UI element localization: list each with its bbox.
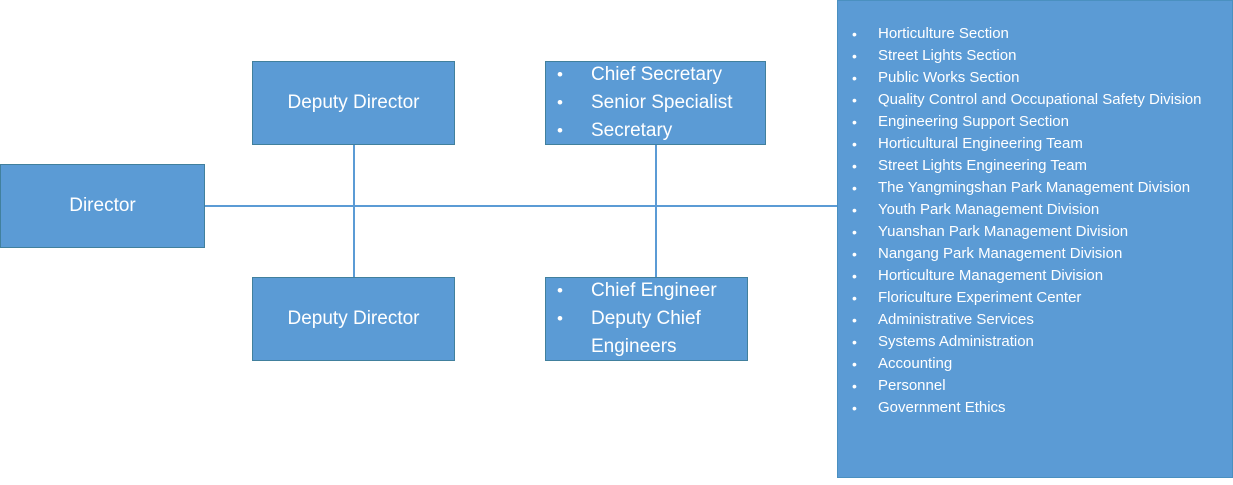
connector-director-trunk (205, 205, 837, 207)
engineering-list: Chief Engineer Deputy Chief Engineers (546, 277, 747, 361)
list-item[interactable]: Horticultural Engineering Team (838, 133, 1222, 155)
node-deputy-director-bottom-label: Deputy Director (287, 307, 420, 329)
connector-deputy-branch (353, 145, 355, 277)
list-item[interactable]: Public Works Section (838, 67, 1222, 89)
list-item[interactable]: Administrative Services (838, 309, 1222, 331)
list-item[interactable]: Youth Park Management Division (838, 199, 1222, 221)
list-item[interactable]: Nangang Park Management Division (838, 243, 1222, 265)
node-director[interactable]: Director (0, 164, 205, 248)
secretariat-list: Chief Secretary Senior Specialist Secret… (546, 61, 765, 145)
list-item[interactable]: Quality Control and Occupational Safety … (838, 89, 1222, 111)
list-item[interactable]: Yuanshan Park Management Division (838, 221, 1222, 243)
list-item[interactable]: Street Lights Section (838, 45, 1222, 67)
list-item[interactable]: Personnel (838, 375, 1222, 397)
list-item[interactable]: Engineering Support Section (838, 111, 1222, 133)
sections-list: Horticulture Section Street Lights Secti… (838, 23, 1222, 419)
list-item[interactable]: The Yangmingshan Park Management Divisio… (838, 177, 1222, 199)
list-item[interactable]: Horticulture Section (838, 23, 1222, 45)
list-item[interactable]: Systems Administration (838, 331, 1222, 353)
node-deputy-director-bottom[interactable]: Deputy Director (252, 277, 455, 361)
list-item[interactable]: Deputy Chief Engineers (546, 305, 747, 361)
list-item[interactable]: Government Ethics (838, 397, 1222, 419)
node-secretariat[interactable]: Chief Secretary Senior Specialist Secret… (545, 61, 766, 145)
list-item[interactable]: Secretary (546, 117, 765, 145)
node-director-label: Director (69, 194, 136, 216)
list-item[interactable]: Floriculture Experiment Center (838, 287, 1222, 309)
sections-panel: Horticulture Section Street Lights Secti… (837, 0, 1233, 478)
list-item[interactable]: Senior Specialist (546, 89, 765, 117)
node-deputy-director-top-label: Deputy Director (287, 91, 420, 113)
node-engineering[interactable]: Chief Engineer Deputy Chief Engineers (545, 277, 748, 361)
node-deputy-director-top[interactable]: Deputy Director (252, 61, 455, 145)
list-item[interactable]: Chief Engineer (546, 277, 747, 305)
list-item[interactable]: Chief Secretary (546, 61, 765, 89)
list-item[interactable]: Accounting (838, 353, 1222, 375)
connector-staff-branch (655, 145, 657, 277)
list-item[interactable]: Horticulture Management Division (838, 265, 1222, 287)
list-item[interactable]: Street Lights Engineering Team (838, 155, 1222, 177)
